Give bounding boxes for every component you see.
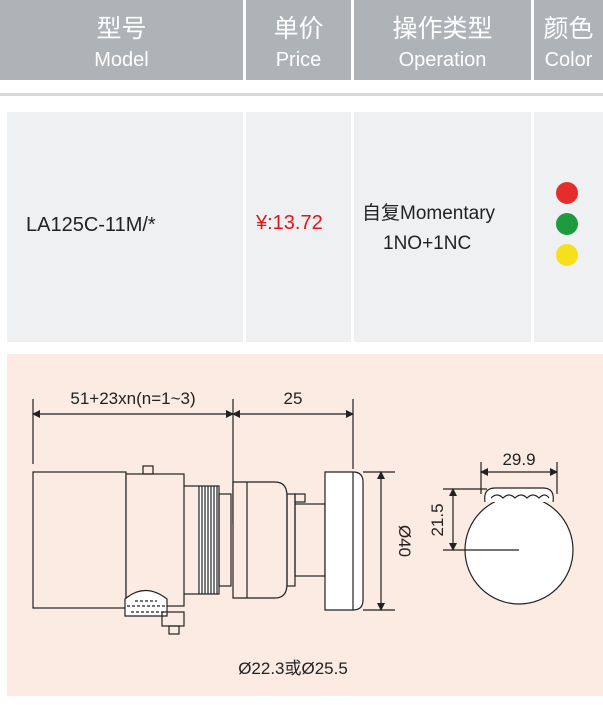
contact-config: 1NO+1NC: [383, 233, 472, 254]
cell-price: [246, 112, 351, 342]
operation-type: 自复Momentary: [362, 203, 496, 224]
header-color-en: Color: [544, 49, 593, 71]
header-color-cn: 颜色: [543, 15, 594, 43]
model-value: LA125C-11M/*: [26, 214, 156, 236]
dim-height-label: 21.5: [428, 503, 447, 536]
dim-depth-label: 25: [284, 389, 303, 408]
header-price-en: Price: [275, 49, 322, 71]
technical-drawing: 51+23xn(n=1~3) 25 29.9 21.5 Ø40 Ø22.3或Ø2…: [32, 389, 574, 678]
header-divider: [0, 93, 603, 96]
table-row: [0, 112, 603, 342]
dim-length-label: 51+23xn(n=1~3): [70, 389, 195, 408]
header-price: 单价 Price: [246, 0, 351, 80]
header-model-en: Model: [94, 49, 149, 71]
dim-width-label: 29.9: [502, 450, 535, 469]
header-color: 颜色 Color: [534, 0, 603, 80]
cell-model: [7, 112, 243, 342]
table-header: 型号 Model 单价 Price 操作类型 Operation 颜色 Colo…: [0, 0, 603, 80]
header-price-cn: 单价: [273, 15, 324, 43]
header-model-cn: 型号: [96, 15, 147, 43]
dimension-drawing: 51+23xn(n=1~3) 25 29.9 21.5 Ø40 Ø22.3或Ø2…: [7, 354, 603, 696]
color-swatch-green: [556, 213, 578, 235]
color-swatch-red: [556, 182, 578, 204]
header-operation-en: Operation: [398, 49, 487, 71]
color-swatch-yellow: [556, 244, 578, 266]
header-operation: 操作类型 Operation: [354, 0, 531, 80]
header-operation-cn: 操作类型: [392, 15, 493, 43]
dim-diameter-label: Ø40: [395, 525, 414, 557]
price-value: ¥:13.72: [256, 212, 323, 234]
mounting-hole-label: Ø22.3或Ø25.5: [238, 659, 348, 678]
cell-operation: [354, 112, 531, 342]
header-model: 型号 Model: [0, 0, 243, 80]
